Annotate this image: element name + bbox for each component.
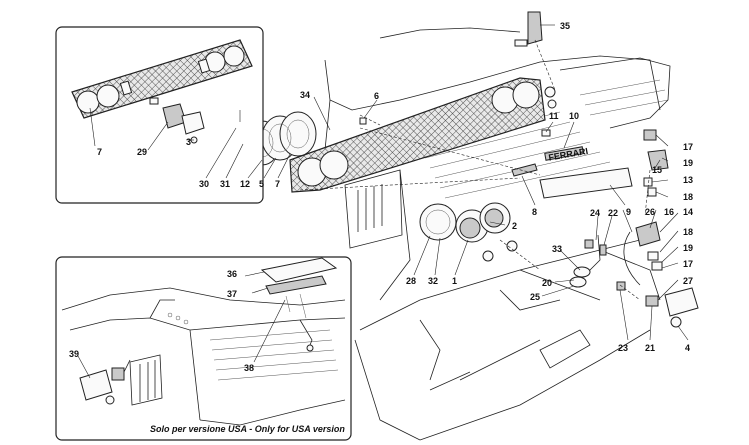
assembly-lines <box>299 39 651 301</box>
inset-usa-body <box>61 287 346 426</box>
callout-16: 16 <box>664 207 674 217</box>
callout-labels: 35 34 6 11 10 17 19 13 18 15 7 29 3 30 3… <box>69 21 693 373</box>
callout-4: 4 <box>685 343 690 353</box>
callout-3: 3 <box>186 137 191 147</box>
side-vent <box>344 169 403 249</box>
callout-28: 28 <box>406 276 416 286</box>
callout-13: 13 <box>683 175 693 185</box>
callout-14: 14 <box>683 207 693 217</box>
callout-25: 25 <box>530 292 540 302</box>
callout-9: 9 <box>626 207 631 217</box>
callout-39: 39 <box>69 349 79 359</box>
side-marker-lamp <box>616 281 699 328</box>
callout-38: 38 <box>244 363 254 373</box>
callout-20: 20 <box>542 278 552 288</box>
inset-switch-29 <box>149 97 205 144</box>
callout-32: 32 <box>428 276 438 286</box>
callout-31: 31 <box>220 179 230 189</box>
callout-18b: 18 <box>683 227 693 237</box>
callout-33: 33 <box>552 244 562 254</box>
callout-18: 18 <box>683 192 693 202</box>
inset-grille-panel <box>71 39 253 119</box>
callout-27: 27 <box>683 276 693 286</box>
car-rear-body <box>324 27 671 441</box>
callout-8: 8 <box>532 207 537 217</box>
callout-36: 36 <box>227 269 237 279</box>
callout-19b: 19 <box>683 243 693 253</box>
callout-2: 2 <box>512 221 517 231</box>
callout-23: 23 <box>618 343 628 353</box>
usa-version-caption: Solo per versione USA - Only for USA ver… <box>150 424 345 434</box>
license-plate-lamp: FERRARI <box>544 146 589 163</box>
rear-grille <box>289 77 546 193</box>
callout-15: 15 <box>652 165 662 175</box>
screws-11 <box>359 117 551 137</box>
callout-5: 5 <box>259 179 264 189</box>
callout-35: 35 <box>560 21 570 31</box>
callout-26: 26 <box>645 207 655 217</box>
callout-7-inset: 7 <box>97 147 102 157</box>
callout-21: 21 <box>645 343 655 353</box>
callout-24: 24 <box>590 208 600 218</box>
plate-lamp-logo: FERRARI <box>548 146 589 163</box>
inset-usa-version <box>55 256 352 441</box>
callout-11: 11 <box>549 111 559 121</box>
inset-grille-detail <box>55 26 264 204</box>
callout-34: 34 <box>300 90 310 100</box>
callout-19: 19 <box>683 158 693 168</box>
wiring-harness <box>569 231 641 288</box>
callout-29: 29 <box>137 147 147 157</box>
callout-17b: 17 <box>683 259 693 269</box>
callout-6: 6 <box>374 91 379 101</box>
callout-17: 17 <box>683 142 693 152</box>
callout-1: 1 <box>452 276 457 286</box>
callout-10: 10 <box>569 111 579 121</box>
top-bracket-35 <box>514 11 557 109</box>
callout-37: 37 <box>227 289 237 299</box>
bracket-8 <box>511 163 538 177</box>
rear-fog-lamps <box>419 202 518 262</box>
rear-bracket-assembly <box>635 129 669 271</box>
callout-12: 12 <box>240 179 250 189</box>
callout-7: 7 <box>275 179 280 189</box>
callout-30: 30 <box>199 179 209 189</box>
inset-side-marker-39 <box>79 359 131 405</box>
leader-lines <box>205 24 689 341</box>
callout-22: 22 <box>608 208 618 218</box>
license-plate <box>539 167 633 199</box>
inset-high-stop-lamp <box>260 257 338 352</box>
